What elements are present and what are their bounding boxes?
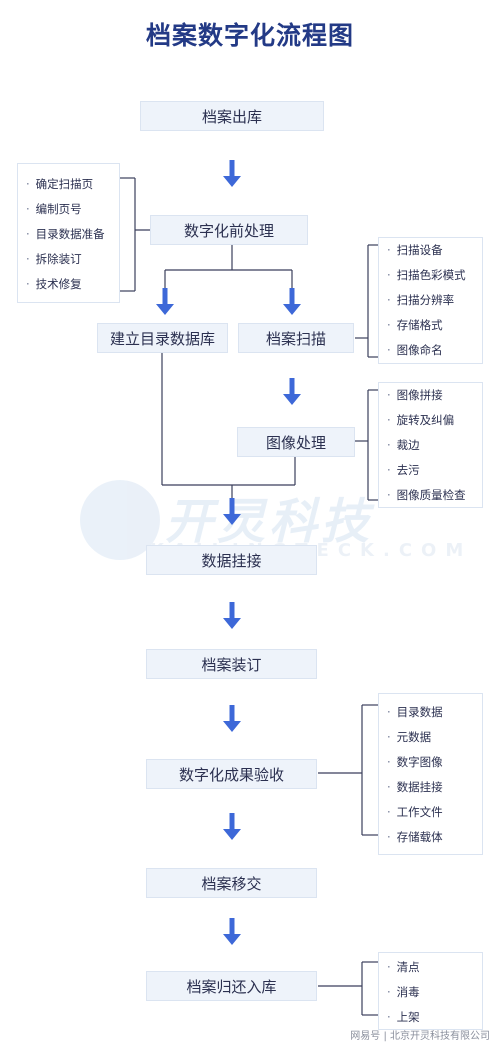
list-item: ·目录数据准备: [26, 227, 105, 241]
node-build-catalog: 建立目录数据库: [97, 323, 228, 353]
list-item: ·确定扫描页: [26, 177, 94, 191]
footer-credit: 网易号 | 北京开灵科技有限公司: [350, 1031, 490, 1042]
list-item: ·拆除装订: [26, 252, 82, 266]
node-pre-processing: 数字化前处理: [150, 215, 308, 245]
list-item: ·存储格式: [387, 318, 443, 332]
node-data-link: 数据挂接: [146, 545, 317, 575]
list-item: ·工作文件: [387, 805, 443, 819]
list-item: ·图像命名: [387, 343, 443, 357]
list-item: ·消毒: [387, 985, 420, 999]
arrow-down-icon: [156, 288, 174, 315]
node-archive-return: 档案归还入库: [146, 971, 317, 1001]
arrow-down-icon: [283, 378, 301, 405]
list-item: ·存储载体: [387, 830, 443, 844]
node-archive-out: 档案出库: [140, 101, 324, 131]
arrow-down-icon: [223, 498, 241, 525]
list-item: ·旋转及纠偏: [387, 413, 455, 427]
list-item: ·清点: [387, 960, 420, 974]
arrow-down-icon: [283, 288, 301, 315]
arrow-down-icon: [223, 705, 241, 732]
list-scan: ·扫描设备 ·扫描色彩模式 ·扫描分辨率 ·存储格式 ·图像命名: [378, 237, 483, 364]
list-item: ·目录数据: [387, 705, 443, 719]
list-item: ·编制页号: [26, 202, 82, 216]
list-item: ·裁边: [387, 438, 420, 452]
list-item: ·数据挂接: [387, 780, 443, 794]
list-item: ·上架: [387, 1010, 420, 1024]
arrow-down-icon: [223, 918, 241, 945]
arrow-down-icon: [223, 813, 241, 840]
list-item: ·图像拼接: [387, 388, 443, 402]
node-image-processing: 图像处理: [237, 427, 355, 457]
list-item: ·技术修复: [26, 277, 82, 291]
list-item: ·数字图像: [387, 755, 443, 769]
arrow-down-icon: [223, 160, 241, 187]
list-image-processing: ·图像拼接 ·旋转及纠偏 ·裁边 ·去污 ·图像质量检查: [378, 382, 483, 508]
node-archive-scan: 档案扫描: [238, 323, 354, 353]
list-item: ·扫描色彩模式: [387, 268, 466, 282]
list-item: ·元数据: [387, 730, 432, 744]
node-result-check: 数字化成果验收: [146, 759, 317, 789]
node-archive-transfer: 档案移交: [146, 868, 317, 898]
watermark-main: 开灵科技: [165, 494, 374, 550]
list-archive-return: ·清点 ·消毒 ·上架: [378, 952, 483, 1030]
list-item: ·扫描设备: [387, 243, 443, 257]
list-result-check: ·目录数据 ·元数据 ·数字图像 ·数据挂接 ·工作文件 ·存储载体: [378, 693, 483, 855]
node-archive-binding: 档案装订: [146, 649, 317, 679]
list-item: ·图像质量检查: [387, 488, 466, 502]
arrow-down-icon: [223, 602, 241, 629]
list-item: ·去污: [387, 463, 420, 477]
diagram-title: 档案数字化流程图: [145, 21, 354, 50]
list-pre-processing: ·确定扫描页 ·编制页号 ·目录数据准备 ·拆除装订 ·技术修复: [17, 163, 120, 303]
list-item: ·扫描分辨率: [387, 293, 455, 307]
